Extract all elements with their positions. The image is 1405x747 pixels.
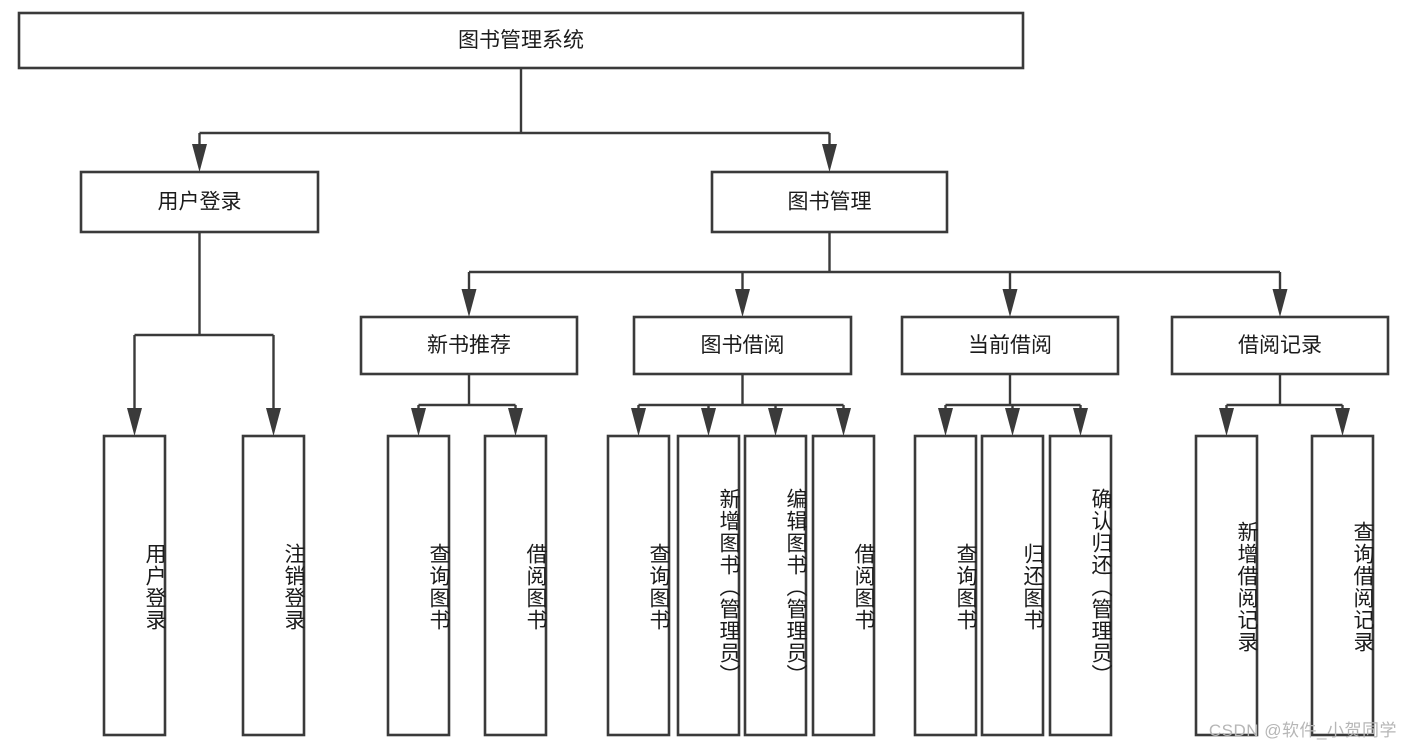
arrow-head-icon <box>508 408 523 436</box>
level2-node-box-1[interactable] <box>710 170 949 234</box>
arrow-head-icon <box>701 408 716 436</box>
arrow-head-icon <box>127 408 142 436</box>
leaf-node-box-5[interactable] <box>676 434 741 737</box>
root-node-box-0[interactable] <box>17 11 1025 70</box>
level3-node-label-2: 当前借阅 <box>968 334 1052 357</box>
arrow-head-icon <box>1073 408 1088 436</box>
watermark-text: CSDN @软件_小贺同学 <box>1208 721 1397 740</box>
arrow-head-icon <box>1002 289 1018 317</box>
arrow-head-icon <box>266 408 281 436</box>
level3-node-box-0[interactable] <box>359 315 579 376</box>
leaf-node-box-10[interactable] <box>1048 434 1113 737</box>
arrow-head-icon <box>461 289 477 317</box>
level2-node-label-1: 图书管理 <box>788 191 872 214</box>
arrow-head-icon <box>411 408 426 436</box>
arrow-head-icon <box>1272 289 1288 317</box>
arrow-head-icon <box>768 408 783 436</box>
edges-layer <box>127 68 1350 436</box>
arrow-head-icon <box>1219 408 1234 436</box>
leaf-node-box-12[interactable] <box>1310 434 1375 737</box>
level3-node-label-1: 图书借阅 <box>701 334 785 357</box>
leaf-node-box-9[interactable] <box>980 434 1045 737</box>
leaf-node-box-3[interactable] <box>483 434 548 737</box>
leaf-node-box-7[interactable] <box>811 434 876 737</box>
nodes-layer <box>17 11 1390 737</box>
level3-node-label-3: 借阅记录 <box>1238 334 1322 357</box>
arrow-head-icon <box>192 144 207 172</box>
level3-node-box-1[interactable] <box>632 315 853 376</box>
arrow-head-icon <box>1335 408 1350 436</box>
level3-node-box-3[interactable] <box>1170 315 1390 376</box>
level3-node-box-2[interactable] <box>900 315 1120 376</box>
leaf-node-box-6[interactable] <box>743 434 808 737</box>
arrow-head-icon <box>1005 408 1020 436</box>
arrow-head-icon <box>631 408 646 436</box>
leaf-node-box-1[interactable] <box>241 434 306 737</box>
arrow-head-icon <box>822 144 837 172</box>
root-node-label: 图书管理系统 <box>458 29 584 52</box>
arrow-head-icon <box>735 289 750 317</box>
leaf-node-box-0[interactable] <box>102 434 167 737</box>
level2-node-label-0: 用户登录 <box>158 191 242 214</box>
leaf-node-box-8[interactable] <box>913 434 978 737</box>
arrow-head-icon <box>836 408 851 436</box>
arrow-head-icon <box>938 408 953 436</box>
leaf-node-box-11[interactable] <box>1194 434 1259 737</box>
leaf-node-box-2[interactable] <box>386 434 451 737</box>
level3-node-label-0: 新书推荐 <box>427 334 511 357</box>
leaf-node-box-4[interactable] <box>606 434 671 737</box>
level2-node-box-0[interactable] <box>79 170 320 234</box>
